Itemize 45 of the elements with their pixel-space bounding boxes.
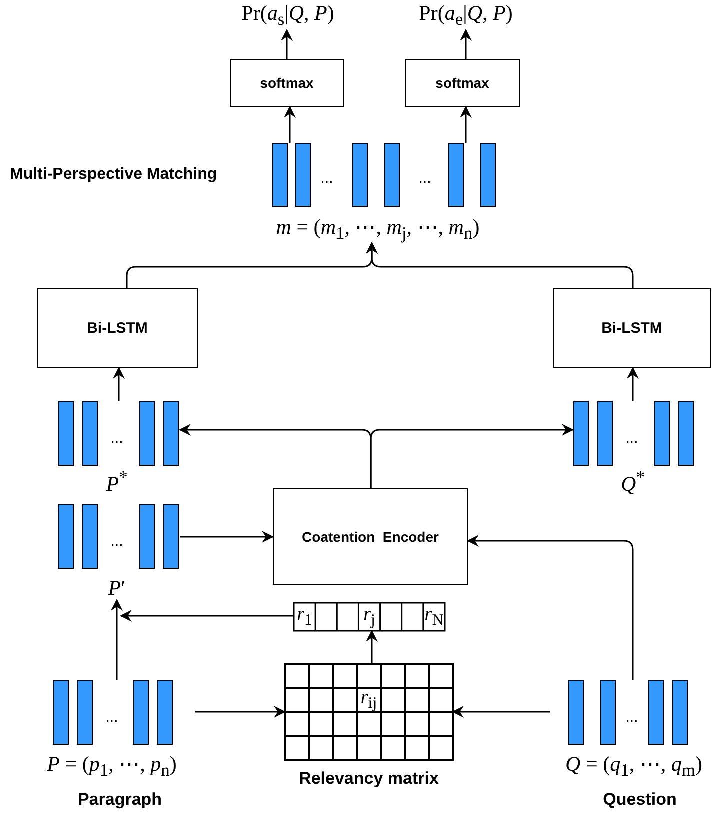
arrow bbox=[627, 367, 639, 401]
output-probability: Pr(a$_{e}$|Q, P) bbox=[398, 2, 534, 30]
group-label: Multi-Perspective Matching bbox=[10, 167, 218, 183]
matrix-entry: r$_{ij}$ bbox=[360, 688, 378, 712]
process-box: softmax bbox=[230, 59, 344, 107]
ellipsis: ... bbox=[106, 710, 118, 725]
ellipsis: ... bbox=[110, 431, 124, 446]
output-probability: Pr(a$_{s}$|Q, P) bbox=[220, 2, 356, 30]
arrow bbox=[120, 610, 294, 622]
arrow bbox=[284, 106, 296, 143]
ellipsis: ... bbox=[320, 171, 334, 186]
process-box: Bi-LSTM bbox=[37, 288, 198, 368]
ellipsis: ... bbox=[110, 534, 124, 549]
vector-formula: P = (p$_{1}$, ⋯, p$_{n}$) bbox=[47, 754, 177, 780]
vector-entry: r$_{1}$ bbox=[297, 605, 312, 629]
relevancy-matrix bbox=[285, 664, 453, 760]
group-label: Relevancy matrix bbox=[299, 770, 439, 787]
vector-entry: r$_{N}$ bbox=[424, 605, 444, 629]
arrow bbox=[366, 242, 634, 288]
group-label: Paragraph bbox=[78, 791, 162, 808]
arrow bbox=[452, 706, 550, 718]
process-box: Bi-LSTM bbox=[553, 288, 711, 368]
arrow bbox=[460, 106, 472, 143]
vector-formula: P$^{*}$ bbox=[106, 469, 128, 495]
ellipsis: ... bbox=[626, 710, 638, 725]
vector-entry: r$_{j}$ bbox=[364, 605, 376, 629]
arrow bbox=[111, 599, 123, 680]
vector-formula: Q$^{*}$ bbox=[621, 469, 645, 495]
arrow bbox=[281, 29, 293, 59]
vector-formula: P′ bbox=[108, 578, 126, 599]
arrow bbox=[113, 367, 125, 401]
arrow bbox=[180, 531, 274, 543]
arrow bbox=[366, 630, 378, 664]
process-box: softmax bbox=[405, 59, 520, 107]
arrow bbox=[467, 535, 634, 680]
ellipsis: ... bbox=[418, 171, 432, 186]
score-vector bbox=[294, 603, 445, 631]
vector-formula: Q = (q$_{1}$, ⋯, q$_{m}$) bbox=[566, 754, 702, 780]
vector-formula: m = (m$_{1}$, ⋯, m$_{j}$, ⋯, m$_{n}$) bbox=[276, 217, 480, 243]
arrow bbox=[460, 29, 472, 59]
arrow bbox=[195, 706, 286, 718]
process-box: Coatention Encoder bbox=[273, 488, 468, 585]
ellipsis: ... bbox=[626, 431, 638, 446]
arrow bbox=[370, 424, 574, 488]
group-label: Question bbox=[603, 791, 677, 808]
